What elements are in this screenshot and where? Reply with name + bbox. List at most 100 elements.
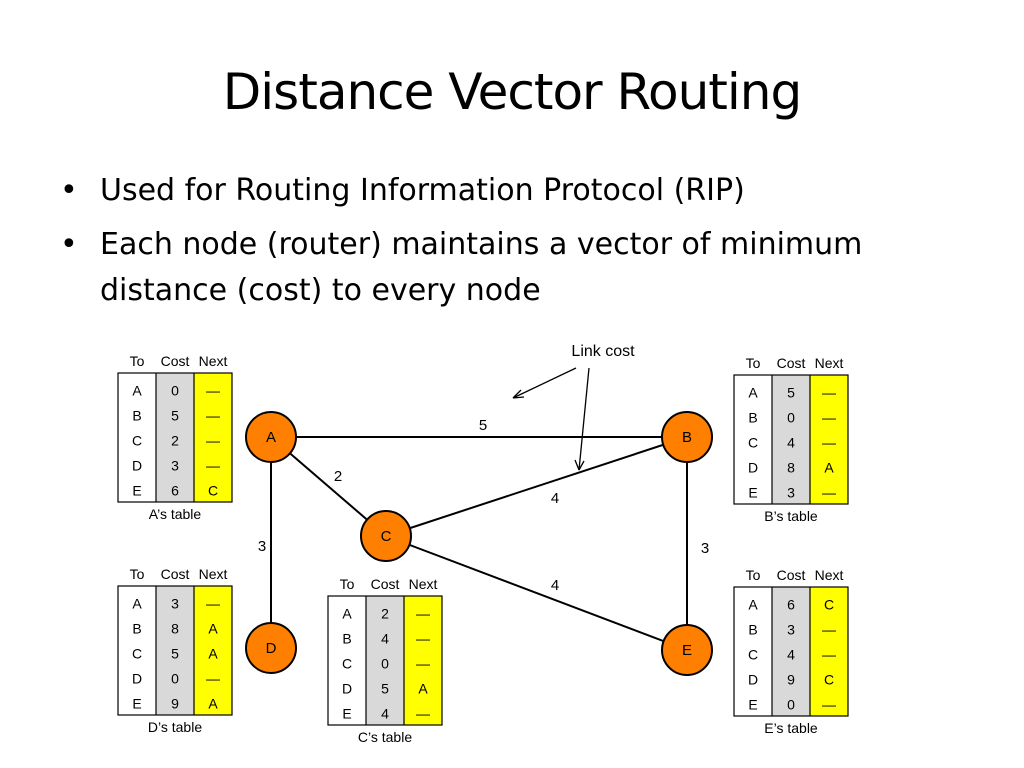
link-C-B: [385, 436, 688, 537]
node-C: C: [360, 510, 412, 562]
bullet-item: • Used for Routing Information Protocol …: [60, 168, 960, 214]
table-cell-cost: 9: [787, 672, 795, 688]
table-cell-next: —: [822, 435, 836, 451]
table-cell-cost: 5: [171, 408, 179, 424]
table-header-to: To: [746, 355, 761, 371]
table-caption: B’s table: [764, 508, 818, 524]
table-cell-to: D: [132, 671, 142, 687]
table-header-to: To: [130, 353, 145, 369]
to-column: [118, 373, 156, 502]
next-column: [810, 375, 848, 504]
table-cell-to: C: [748, 647, 758, 663]
table-cell-to: E: [748, 697, 757, 713]
table-cell-cost: 6: [171, 483, 179, 499]
cost-column: [366, 596, 404, 725]
to-column: [734, 587, 772, 716]
cost-column: [772, 375, 810, 504]
table-cell-cost: 0: [787, 410, 795, 426]
table-cell-cost: 3: [787, 622, 795, 638]
table-cell-next: —: [822, 697, 836, 713]
next-column: [194, 373, 232, 502]
table-cell-to: C: [132, 433, 142, 449]
table-cell-next: —: [416, 656, 430, 672]
bullet-dot-icon: •: [60, 173, 78, 208]
node-E: E: [661, 624, 713, 676]
table-cell-to: C: [132, 646, 142, 662]
cost-column: [156, 373, 194, 502]
table-cell-to: A: [132, 383, 142, 399]
table-cell-next: —: [206, 408, 220, 424]
table-cell-next: —: [206, 671, 220, 687]
table-cell-cost: 8: [171, 621, 179, 637]
table-border: [327, 595, 443, 726]
table-cell-to: B: [132, 408, 141, 424]
table-header-next: Next: [199, 566, 228, 582]
link-cost-label-C-E: 4: [551, 577, 559, 594]
link-cost-arrow: [512, 367, 577, 399]
table-cell-to: B: [748, 622, 757, 638]
table-cell-next: A: [418, 681, 428, 697]
table-cell-next: —: [822, 647, 836, 663]
node-circle-D: [245, 622, 297, 674]
table-cell-cost: 0: [171, 671, 179, 687]
table-cell-next: —: [206, 433, 220, 449]
table-cell-cost: 2: [381, 606, 389, 622]
to-column: [734, 375, 772, 504]
next-column: [810, 587, 848, 716]
node-label-A: A: [266, 429, 276, 446]
table-cell-cost: 0: [787, 697, 795, 713]
table-cell-to: C: [342, 656, 352, 672]
table-header-to: To: [340, 576, 355, 592]
table-cell-to: E: [132, 696, 141, 712]
table-header-next: Next: [409, 576, 438, 592]
table-cell-to: B: [748, 410, 757, 426]
table-caption: A’s table: [149, 506, 202, 522]
table-cell-next: —: [206, 458, 220, 474]
table-cell-to: A: [132, 596, 142, 612]
table-cell-to: D: [748, 672, 758, 688]
table-cell-next: —: [416, 706, 430, 722]
link-cost-arrow: [578, 367, 590, 471]
table-cell-cost: 3: [171, 596, 179, 612]
table-cell-to: E: [342, 706, 351, 722]
next-column: [194, 586, 232, 715]
table-cell-next: —: [822, 622, 836, 638]
table-cell-cost: 3: [787, 485, 795, 501]
table-cell-to: D: [748, 460, 758, 476]
node-label-E: E: [682, 642, 692, 659]
table-cell-to: B: [342, 631, 351, 647]
next-column: [404, 596, 442, 725]
table-caption: E’s table: [764, 720, 818, 736]
table-header-to: To: [130, 566, 145, 582]
table-cell-to: B: [132, 621, 141, 637]
link-cost-label-A-B: 5: [479, 417, 487, 434]
node-circle-C: [360, 510, 412, 562]
bullet-dot-icon: •: [60, 227, 78, 262]
link-cost-annotation: Link cost: [512, 343, 635, 471]
table-header-cost: Cost: [161, 353, 190, 369]
table-header-next: Next: [199, 353, 228, 369]
table-cell-next: —: [206, 596, 220, 612]
table-cell-cost: 0: [171, 383, 179, 399]
node-label-D: D: [266, 640, 277, 657]
node-circle-E: [661, 624, 713, 676]
cost-column: [772, 587, 810, 716]
table-border: [733, 374, 849, 505]
link-cost-label-C-B: 4: [551, 490, 559, 507]
table-border: [733, 586, 849, 717]
table-cell-to: A: [748, 385, 758, 401]
table-cell-next: —: [416, 606, 430, 622]
node-B: B: [661, 411, 713, 463]
table-cell-next: C: [824, 597, 834, 613]
table-cell-cost: 9: [171, 696, 179, 712]
table-border: [117, 585, 233, 716]
table-cell-cost: 5: [381, 681, 389, 697]
table-cell-next: A: [208, 696, 218, 712]
table-cell-to: D: [342, 681, 352, 697]
table-header-cost: Cost: [161, 566, 190, 582]
table-cell-cost: 5: [171, 646, 179, 662]
table-cell-next: —: [206, 383, 220, 399]
